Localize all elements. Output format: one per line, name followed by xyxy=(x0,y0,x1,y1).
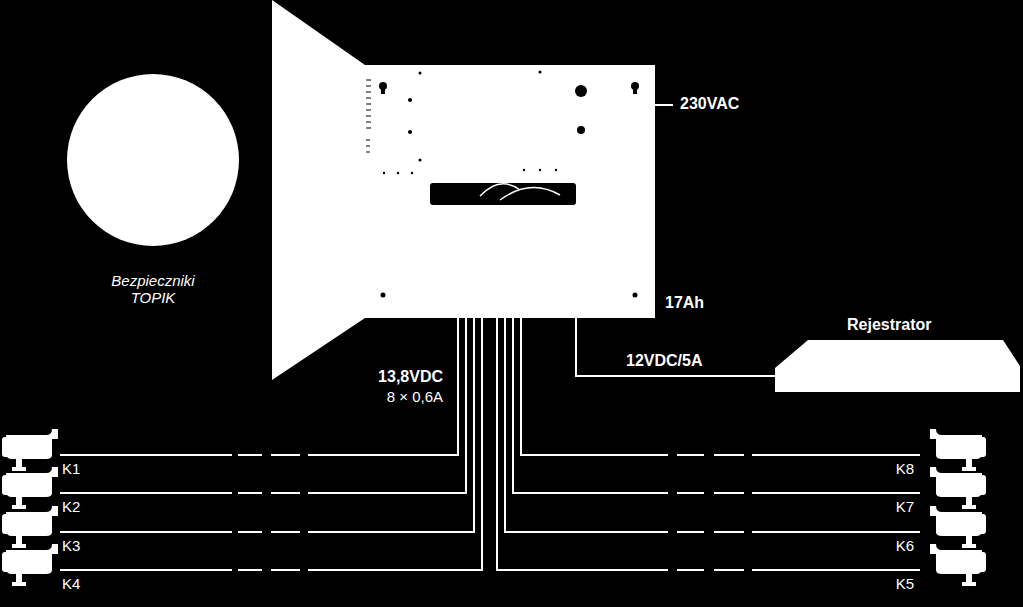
node-label: K6 xyxy=(896,537,914,554)
power-cable xyxy=(576,318,775,376)
node-label: Rejestrator xyxy=(847,316,931,334)
power-cable xyxy=(60,318,458,455)
fuse-circle-shape xyxy=(67,74,239,246)
spec-label: 230VAC xyxy=(680,95,739,113)
power-cable xyxy=(513,318,920,493)
camera-node: K1 xyxy=(0,433,60,477)
fuse-circle: Bezpieczniki TOPIK xyxy=(67,74,239,246)
power-cable xyxy=(521,318,920,455)
camera-node: K8 xyxy=(920,433,986,477)
camera-node: K6 xyxy=(920,510,986,554)
node-label: K7 xyxy=(896,498,914,515)
spec-label: 13,8VDC xyxy=(378,368,443,386)
power-cable xyxy=(60,318,474,532)
power-supply-housing: 17Ah xyxy=(365,65,655,318)
power-cable xyxy=(505,318,920,532)
power-cable xyxy=(60,318,482,570)
camera-node: K7 xyxy=(920,471,986,515)
node-label: K8 xyxy=(896,460,914,477)
camera-node: K5 xyxy=(920,548,986,592)
node-label: 17Ah xyxy=(665,294,704,312)
camera-node: K4 xyxy=(0,548,60,592)
power-cable xyxy=(60,318,466,493)
edge-label: 12VDC/5A xyxy=(626,352,702,370)
camera-node: K2 xyxy=(0,471,60,515)
node-label: Bezpieczniki TOPIK xyxy=(103,272,203,307)
node-label: K3 xyxy=(62,537,80,554)
node-label: K5 xyxy=(896,575,914,592)
node-label: K1 xyxy=(62,460,80,477)
camera-node: K3 xyxy=(0,510,60,554)
power-cable xyxy=(497,318,920,570)
spec-label: 8 × 0,6A xyxy=(387,388,443,405)
node-label: K4 xyxy=(62,575,80,592)
recorder-box: Rejestrator xyxy=(775,340,1020,392)
node-label: K2 xyxy=(62,498,80,515)
